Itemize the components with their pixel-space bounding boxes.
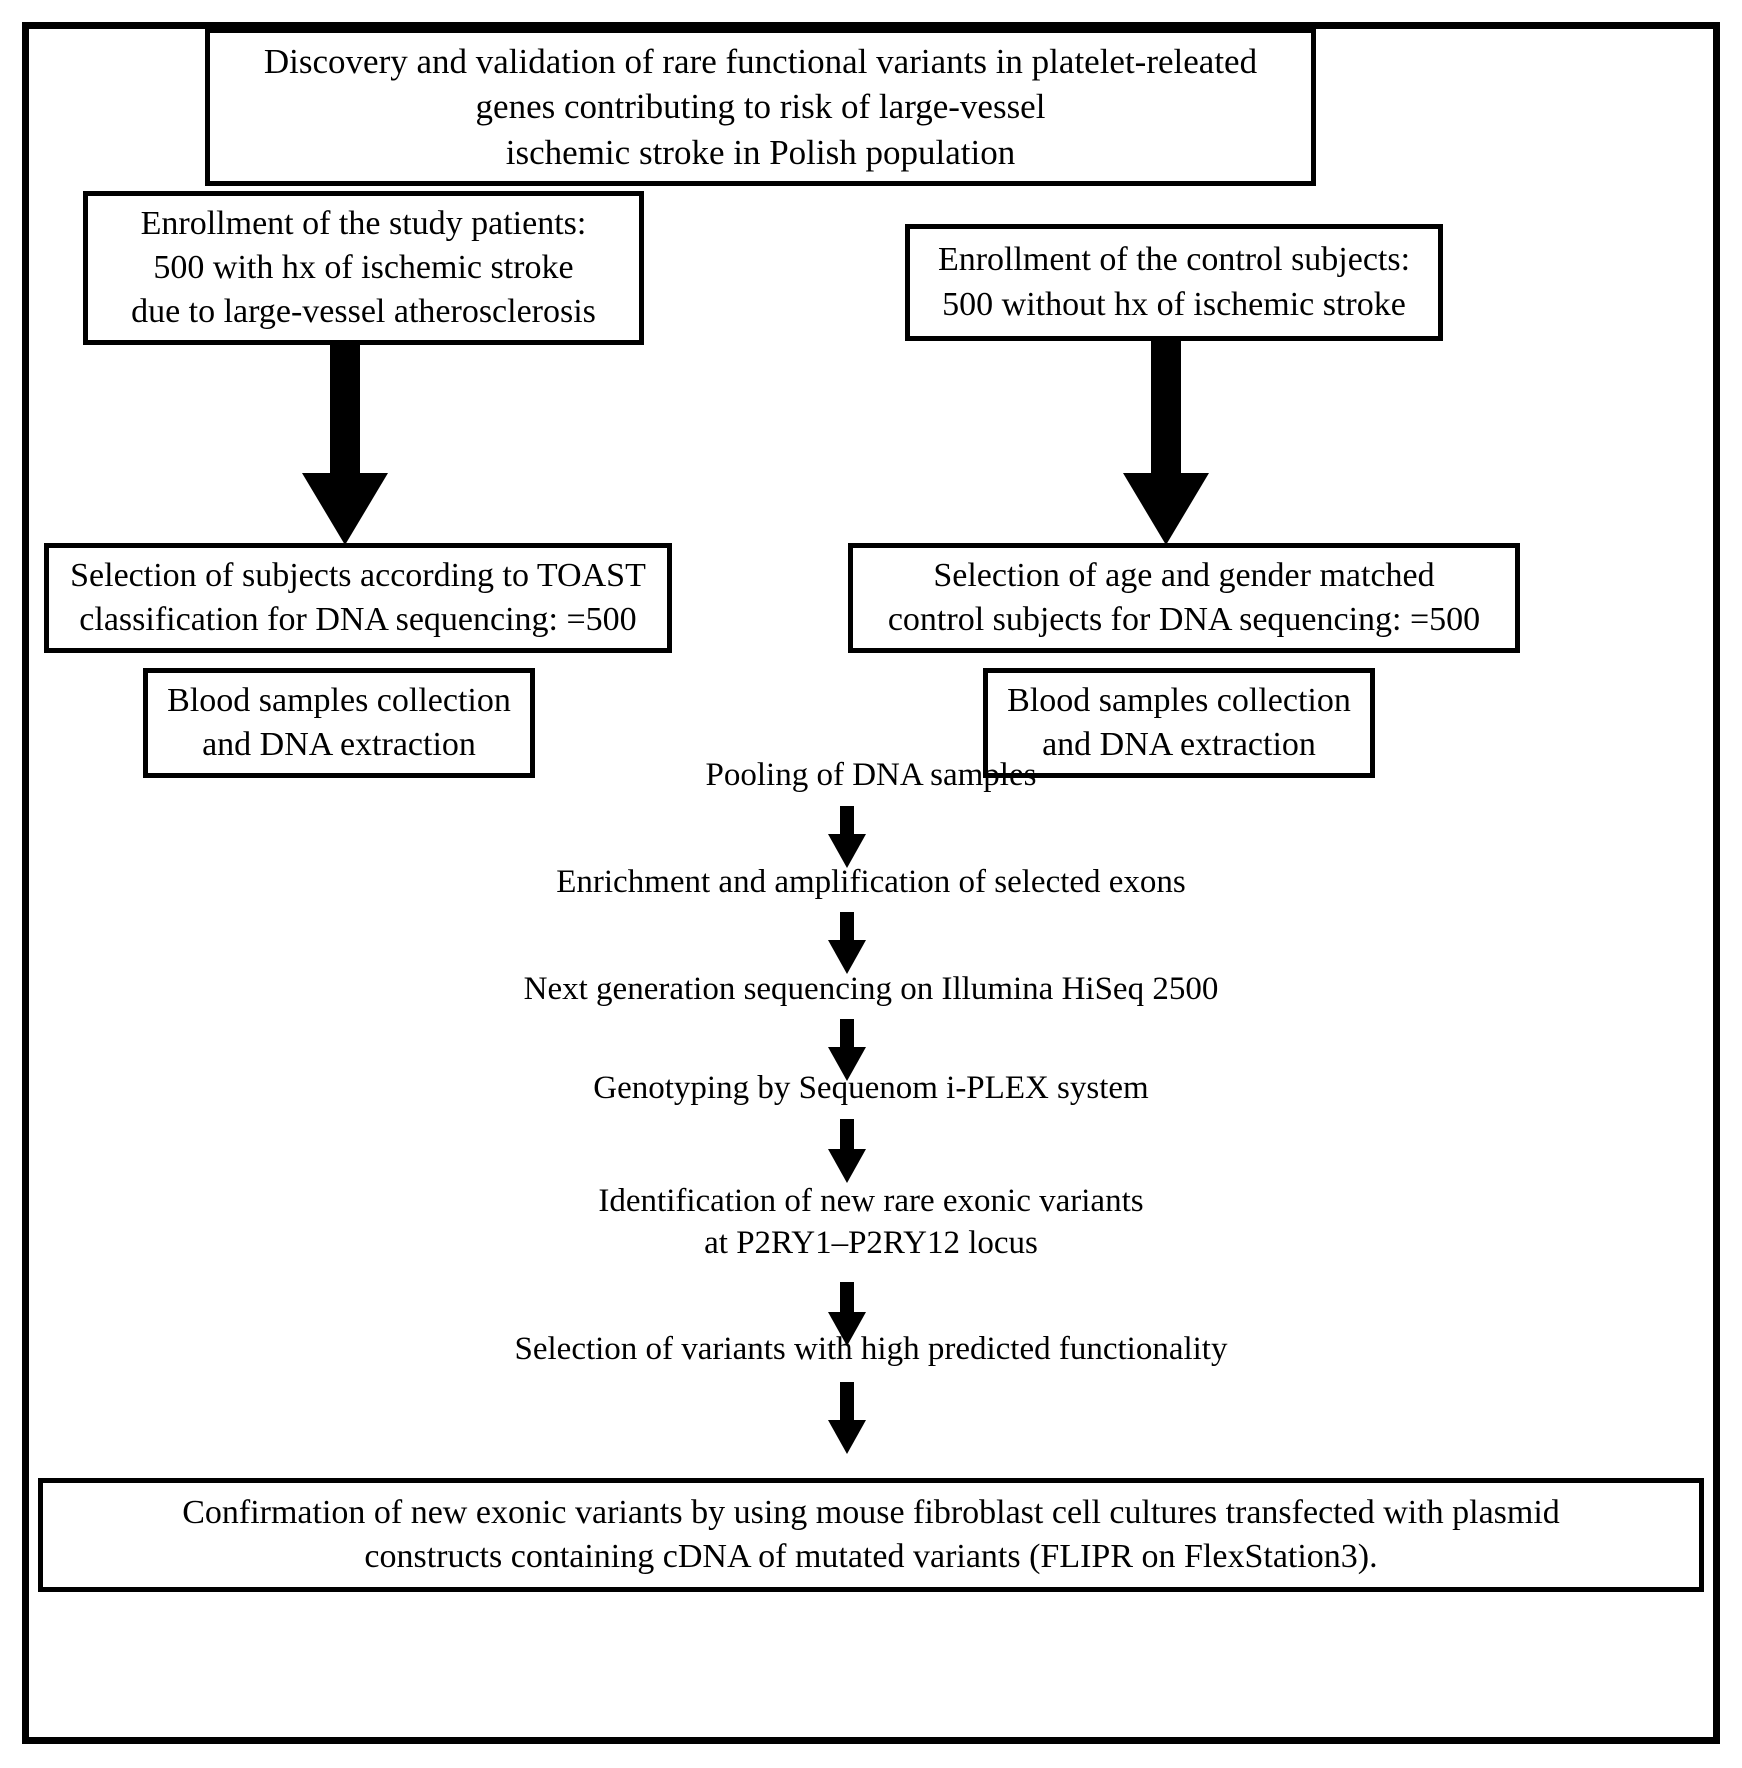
left-selection-line-2: classification for DNA sequencing: =500 — [79, 601, 637, 638]
left-enrollment-line-2: 500 with hx of ischemic stroke — [153, 248, 574, 286]
left-enrollment-box: Enrollment of the study patients: 500 wi… — [83, 191, 644, 345]
pipeline-step-pooling: Pooling of DNA samples — [705, 757, 1037, 793]
pipeline-step-sequencing: Next generation sequencing on Illumina H… — [523, 971, 1219, 1007]
pipeline-arrow-1-icon — [828, 806, 866, 868]
right-enrollment-line-1: Enrollment of the control subjects: — [937, 241, 1411, 279]
right-enrollment-box: Enrollment of the control subjects: 500 … — [905, 224, 1443, 341]
left-selection-box: Selection of subjects according to TOAST… — [44, 543, 672, 653]
identification-line-1: Identification of new rare exonic varian… — [598, 1183, 1144, 1219]
conclusion-box: Confirmation of new exonic variants by u… — [38, 1478, 1704, 1592]
conclusion-line-2: constructs containing cDNA of mutated va… — [364, 1538, 1378, 1575]
pipeline-arrow-5-icon — [828, 1282, 866, 1346]
right-blood-samples-box: Blood samples collection and DNA extract… — [983, 668, 1375, 778]
pipeline-step-identification: Identification of new rare exonic varian… — [471, 1181, 1271, 1264]
conclusion-line-1: Confirmation of new exonic variants by u… — [182, 1493, 1560, 1531]
right-enrollment-line-2: 500 without hx of ischemic stroke — [942, 285, 1406, 323]
title-box: Discovery and validation of rare functio… — [205, 28, 1316, 186]
left-blood-line-1: Blood samples collection — [167, 681, 511, 719]
diagram-outer-frame — [22, 22, 1720, 1744]
right-selection-line-2: control subjects for DNA sequencing: =50… — [887, 601, 1481, 638]
pipeline-arrow-3-icon — [828, 1019, 866, 1081]
title-line-1: Discovery and validation of rare functio… — [263, 41, 1258, 81]
pipeline-step-genotyping: Genotyping by Sequenom i-PLEX system — [593, 1070, 1149, 1106]
right-selection-line-1: Selection of age and gender matched — [933, 556, 1435, 594]
left-blood-samples-box: Blood samples collection and DNA extract… — [143, 668, 535, 778]
left-branch-down-arrow-icon — [302, 345, 388, 545]
left-enrollment-line-1: Enrollment of the study patients: — [140, 204, 587, 242]
left-blood-line-2: and DNA extraction — [202, 726, 476, 763]
identification-line-2: at P2RY1–P2RY12 locus — [704, 1224, 1038, 1261]
title-line-3: ischemic stroke in Polish population — [505, 132, 1016, 172]
pipeline-step-enrichment: Enrichment and amplification of selected… — [556, 864, 1186, 900]
title-line-2: genes contributing to risk of large-vess… — [475, 87, 1046, 127]
pipeline-arrow-6-icon — [828, 1382, 866, 1454]
pipeline-step-selection-functionality: Selection of variants with high predicte… — [514, 1331, 1228, 1367]
right-blood-line-2: and DNA extraction — [1042, 726, 1316, 763]
pipeline-arrow-2-icon — [828, 912, 866, 974]
right-selection-box: Selection of age and gender matched cont… — [848, 543, 1520, 653]
left-selection-line-1: Selection of subjects according to TOAST — [70, 556, 646, 594]
pipeline-arrow-4-icon — [828, 1119, 866, 1183]
left-enrollment-line-3: due to large-vessel atherosclerosis — [131, 293, 596, 331]
right-branch-down-arrow-icon — [1123, 341, 1209, 545]
right-blood-line-1: Blood samples collection — [1007, 681, 1351, 719]
